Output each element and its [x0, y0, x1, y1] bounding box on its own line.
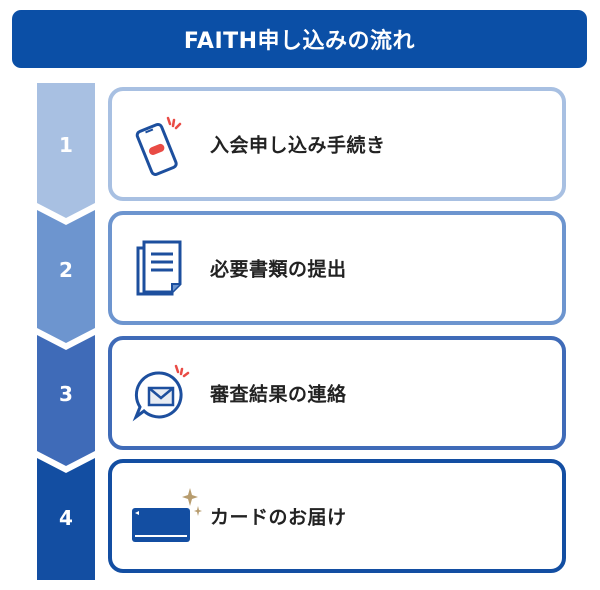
step-number-1: 1 — [59, 133, 73, 157]
step-card-4: カードのお届け — [108, 459, 566, 573]
step-2-segment — [37, 210, 95, 343]
step-card-2: 必要書類の提出 — [108, 211, 566, 325]
step-progress-column — [37, 83, 95, 580]
document-icon — [132, 238, 188, 298]
step-label-1: 入会申し込み手続き — [210, 134, 386, 157]
flow-title: FAITH申し込みの流れ — [183, 29, 416, 54]
step-1-segment — [37, 83, 95, 218]
flow-header: FAITH申し込みの流れ — [12, 10, 587, 68]
credit-card-icon — [132, 486, 204, 546]
step-number-3: 3 — [59, 382, 73, 406]
step-card-1: 入会申し込み手続き — [108, 87, 566, 201]
step-4-segment — [37, 458, 95, 580]
step-3-segment — [37, 335, 95, 466]
step-label-4: カードのお届け — [210, 506, 347, 529]
step-number-4: 4 — [59, 506, 73, 530]
step-card-3: 審査結果の連絡 — [108, 336, 566, 450]
step-label-3: 審査結果の連絡 — [210, 383, 347, 406]
step-label-2: 必要書類の提出 — [210, 258, 347, 281]
smartphone-icon — [132, 114, 188, 176]
sparkle-icon — [182, 488, 198, 506]
step-number-2: 2 — [59, 258, 73, 282]
mail-notification-icon — [132, 363, 190, 423]
